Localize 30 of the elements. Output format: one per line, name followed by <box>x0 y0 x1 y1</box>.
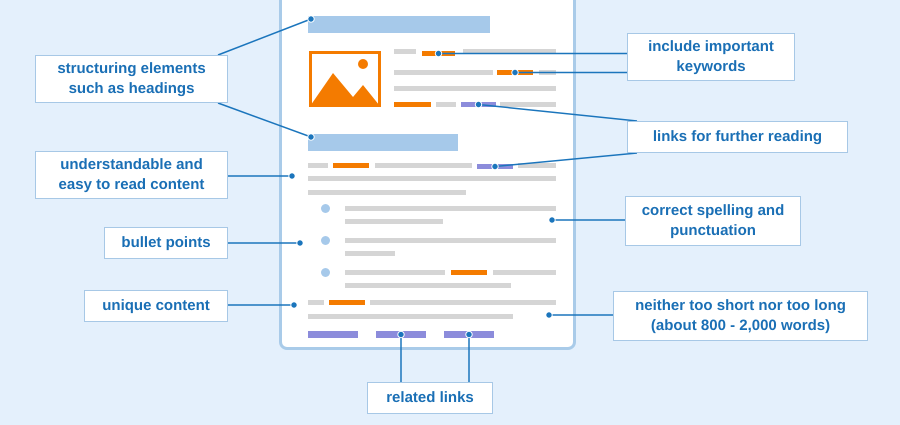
leader-line <box>228 172 296 180</box>
keyword-highlight <box>497 70 533 75</box>
leader-line <box>228 301 298 309</box>
callout-label: bullet points <box>104 227 228 259</box>
callout-label: neither too short nor too long (about 800 - 2,000 words) <box>613 291 868 341</box>
callout-label: correct spelling and punctuation <box>625 196 801 246</box>
leader-line <box>434 50 627 58</box>
keyword-highlight <box>422 51 455 56</box>
leader-line <box>397 330 405 382</box>
heading-bar <box>308 16 490 33</box>
image-icon <box>309 51 381 107</box>
callout-label: unique content <box>84 290 228 322</box>
leader-line <box>218 102 315 141</box>
callout-label: understandable and easy to read content <box>35 151 228 199</box>
callout-label: structuring elements such as headings <box>35 55 228 103</box>
leader-line <box>474 100 638 122</box>
link-bar <box>477 164 513 169</box>
leader-line <box>548 216 625 224</box>
leader-line <box>218 15 315 56</box>
leader-line <box>491 152 638 170</box>
callout-label: related links <box>367 382 493 414</box>
leader-line <box>465 330 473 382</box>
document-page <box>279 0 576 350</box>
heading-bar <box>308 134 458 151</box>
link-bar <box>461 102 496 107</box>
callout-label: links for further reading <box>627 121 848 153</box>
leader-line <box>228 239 304 247</box>
leader-line <box>511 68 627 76</box>
callout-label: include important keywords <box>627 33 795 81</box>
leader-line <box>545 311 613 319</box>
